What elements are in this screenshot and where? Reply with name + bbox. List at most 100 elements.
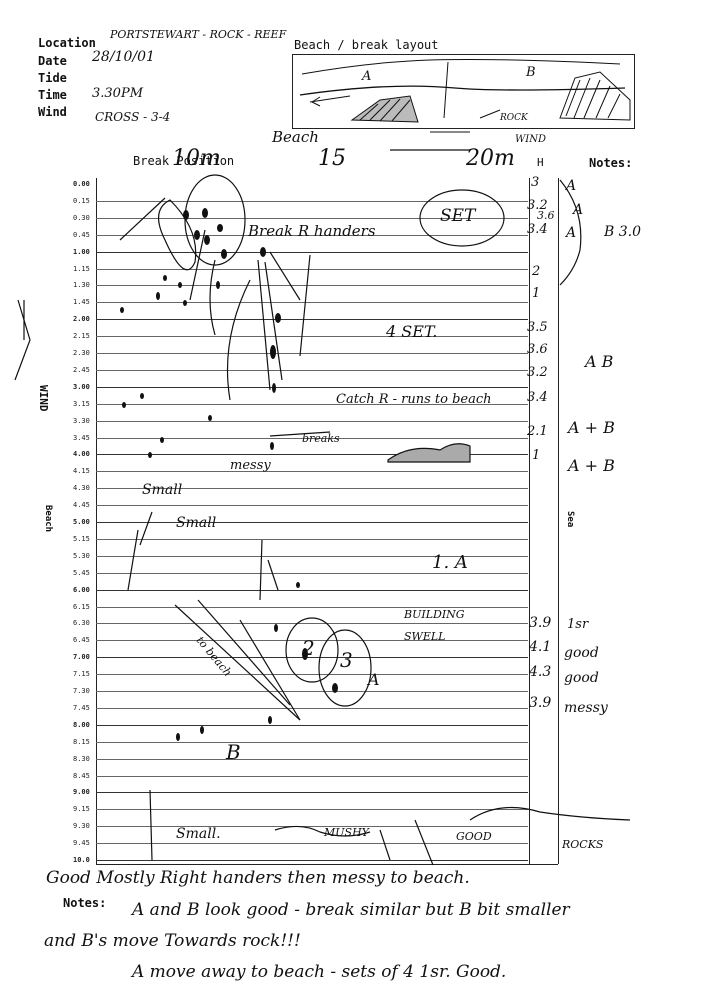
margin-note: A + B: [568, 456, 615, 475]
tide-label: Tide: [38, 71, 67, 85]
height-entry: 2.1: [527, 424, 548, 439]
time-tick-label: 4.45: [73, 501, 90, 509]
time-tick-label: 1.30: [73, 281, 90, 289]
sea-vertical-label: Sea: [565, 511, 575, 528]
annotation: SET: [440, 206, 476, 226]
height-entry: 3.2: [527, 198, 548, 213]
time-tick-label: 2.45: [73, 366, 90, 374]
time-tick-label: 2.15: [73, 332, 90, 340]
annotation: Catch R - runs to beach: [336, 392, 492, 407]
annotation: 3: [340, 648, 353, 672]
col-marker-10: 10m: [172, 146, 221, 171]
time-tick-label: 5.00: [73, 518, 90, 526]
time-row-line: [96, 860, 528, 861]
layout-box-title: Beach / break layout: [294, 38, 439, 52]
time-row-line: [96, 438, 528, 439]
time-row-line: [96, 218, 528, 219]
height-entry: 3.2: [527, 365, 548, 380]
chart-frame: [96, 178, 530, 865]
height-entry: 1: [532, 286, 541, 301]
height-entry: 4.3: [529, 664, 552, 680]
layout-label-rock: ROCK: [499, 113, 529, 123]
time-row-line: [96, 336, 528, 337]
time-row-line: [96, 776, 528, 777]
height-entry: 2: [532, 264, 541, 279]
height-entry: 3.4: [527, 390, 548, 405]
time-tick-label: 5.30: [73, 552, 90, 560]
time-tick-label: 3.00: [73, 383, 90, 391]
time-row-line: [96, 708, 528, 709]
time-tick-label: 6.15: [73, 603, 90, 611]
height-entry: 3.5: [527, 320, 548, 335]
time-tick-label: 1.45: [73, 298, 90, 306]
margin-note: B 3.0: [604, 224, 642, 240]
time-row-line: [96, 319, 528, 320]
margin-note: A: [566, 178, 577, 194]
time-tick-label: 8.15: [73, 738, 90, 746]
date-value: 28/10/01: [92, 49, 155, 65]
annotation: Small: [142, 482, 183, 498]
time-tick-label: 8.45: [73, 772, 90, 780]
time-row-line: [96, 573, 528, 574]
margin-note: A B: [585, 352, 614, 371]
annotation: Small.: [176, 826, 221, 842]
margin-note: good: [564, 670, 599, 686]
time-row-line: [96, 657, 528, 658]
time-row-line: [96, 302, 528, 303]
time-tick-label: 10.0: [73, 856, 90, 864]
time-tick-label: 9.45: [73, 839, 90, 847]
time-tick-label: 5.45: [73, 569, 90, 577]
time-row-line: [96, 235, 528, 236]
height-entry: 4.1: [529, 639, 552, 655]
h-column-label: H: [537, 156, 544, 169]
time-row-line: [96, 623, 528, 624]
time-row-line: [96, 252, 528, 253]
notes-column-label: Notes:: [589, 156, 633, 170]
annotation: GOOD: [456, 830, 492, 843]
time-row-line: [96, 488, 528, 489]
layout-label-b: B: [525, 65, 536, 80]
footer-note-line: Good Mostly Right handers then messy to …: [46, 868, 470, 888]
time-row-line: [96, 421, 528, 422]
time-tick-label: 7.00: [73, 653, 90, 661]
layout-box: [292, 54, 635, 129]
wind-vertical-label: WIND: [37, 385, 50, 412]
time-tick-label: 9.30: [73, 822, 90, 830]
time-tick-label: 9.00: [73, 788, 90, 796]
time-tick-label: 5.15: [73, 535, 90, 543]
time-row-line: [96, 387, 528, 388]
annotation: 1. A: [432, 552, 468, 573]
time-row-line: [96, 792, 528, 793]
time-row-line: [96, 843, 528, 844]
layout-sketch: A B ROCK WIND: [299, 59, 631, 145]
time-row-line: [96, 522, 528, 523]
layout-label-wind: WIND: [515, 134, 546, 145]
height-entry: 3: [531, 175, 540, 190]
time-tick-label: 2.00: [73, 315, 90, 323]
height-entry: 3.9: [529, 615, 552, 631]
time-row-line: [96, 742, 528, 743]
time-tick-label: 9.15: [73, 805, 90, 813]
time-row-line: [96, 404, 528, 405]
height-entry: 3.4: [527, 222, 548, 237]
time-tick-label: 1.00: [73, 248, 90, 256]
time-row-line: [96, 759, 528, 760]
annotation: Break R handers: [248, 222, 376, 240]
margin-note: A: [566, 225, 577, 241]
time-tick-label: 8.30: [73, 755, 90, 763]
time-tick-label: 4.30: [73, 484, 90, 492]
time-row-line: [96, 725, 528, 726]
time-row-line: [96, 201, 528, 202]
margin-note: A + B: [568, 418, 615, 437]
time-row-line: [96, 353, 528, 354]
height-entry: 3.9: [529, 695, 552, 711]
wind-value: CROSS - 3-4: [95, 110, 171, 124]
time-tick-label: 4.00: [73, 450, 90, 458]
time-tick-label: 6.00: [73, 586, 90, 594]
height-entry: 3.6: [537, 209, 555, 222]
wind-label: Wind: [38, 105, 67, 119]
h-column-outer: [528, 178, 558, 865]
time-row-line: [96, 640, 528, 641]
time-row-line: [96, 454, 528, 455]
